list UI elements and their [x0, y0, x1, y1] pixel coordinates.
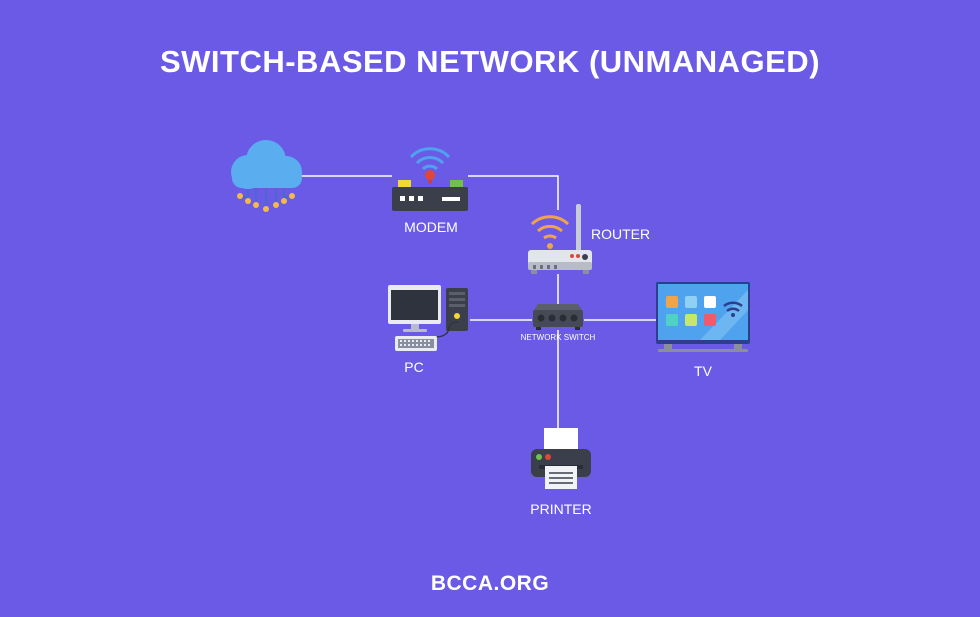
- modem-label: MODEM: [404, 219, 458, 235]
- printer-label: PRINTER: [530, 501, 591, 517]
- printer-icon: [531, 428, 591, 489]
- switch-label: NETWORK SWITCH: [521, 333, 596, 342]
- modem-icon: [392, 147, 468, 211]
- connection-lines: [300, 175, 658, 428]
- router-icon: [528, 204, 592, 274]
- pc-icon: [388, 285, 468, 351]
- pc-label: PC: [404, 359, 423, 375]
- tv-icon: [656, 282, 750, 352]
- tv-label: TV: [694, 363, 713, 379]
- cloud-icon: [231, 140, 302, 212]
- link-modem-router: [468, 175, 559, 210]
- switch-icon: [533, 304, 583, 330]
- diagram-title: SWITCH-BASED NETWORK (UNMANAGED): [159, 44, 821, 79]
- router-label: ROUTER: [591, 226, 650, 242]
- footer-brand: BCCA.ORG: [430, 572, 550, 595]
